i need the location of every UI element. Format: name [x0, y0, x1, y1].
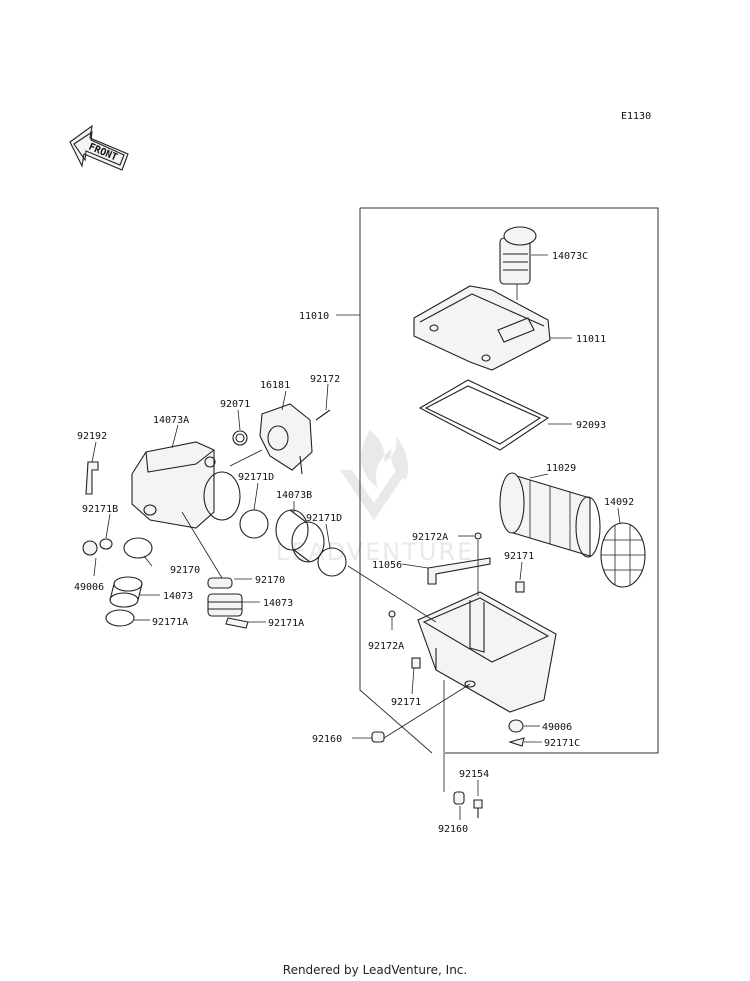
part-11010-housing: [417, 591, 557, 713]
diagram-code: E1130: [621, 111, 652, 122]
part-label-92171A-2: 92171A: [268, 618, 304, 629]
part-labels: 14073C 11010 11011 16181 92172 92093 140…: [74, 251, 634, 835]
part-label-92172: 92172: [310, 374, 340, 385]
part-92171d-clamp-2: [317, 547, 347, 577]
part-92172-screw: [315, 409, 331, 421]
part-92154-bolt: [473, 799, 483, 818]
part-92171b-clip: [99, 538, 113, 550]
part-label-92071: 92071: [220, 399, 250, 410]
part-label-92154: 92154: [459, 769, 489, 780]
part-label-11011: 11011: [576, 334, 606, 345]
part-92171-clip-upper: [515, 581, 525, 593]
part-14073a-duct: [131, 441, 241, 529]
part-92171d-clamp-1: [239, 509, 269, 539]
part-92171c-clip: [508, 737, 525, 747]
part-label-92171-2: 92171: [391, 697, 421, 708]
leader-lines: [91, 254, 621, 820]
part-92192-hose: [85, 461, 99, 495]
front-arrow-icon: FRONT: [69, 124, 129, 171]
part-label-92172A-2: 92172A: [368, 641, 404, 652]
part-16181-throttle-body: [259, 403, 313, 475]
part-92172a-screw-upper: [474, 532, 482, 540]
part-label-14092: 14092: [604, 497, 634, 508]
part-14092-screen: [600, 522, 646, 588]
part-label-92170-1: 92170: [170, 565, 200, 576]
part-label-14073A: 14073A: [153, 415, 189, 426]
part-label-49006-2: 49006: [542, 722, 572, 733]
part-92172a-screw-lower: [388, 610, 396, 618]
part-label-11056: 11056: [372, 560, 402, 571]
part-label-92172A-1: 92172A: [412, 532, 448, 543]
footer-credit: Rendered by LeadVenture, Inc.: [282, 963, 468, 977]
part-11011-cover: [413, 285, 551, 371]
part-49006-cap-left: [82, 540, 98, 556]
part-label-49006-1: 49006: [74, 582, 104, 593]
part-label-92171D-1: 92171D: [238, 472, 274, 483]
part-label-16181: 16181: [260, 380, 290, 391]
part-92171a-clamp-right: [225, 617, 249, 629]
part-92071-oring: [232, 430, 248, 446]
part-49006-drain-cap: [508, 719, 524, 733]
part-92170-clamp-right: [207, 577, 233, 589]
part-label-92171-1: 92171: [504, 551, 534, 562]
part-11056-bracket: [427, 557, 491, 585]
part-label-14073-1: 14073: [163, 591, 193, 602]
part-14073b-boot: [275, 509, 325, 563]
part-label-14073C: 14073C: [552, 251, 588, 262]
part-label-92192: 92192: [77, 431, 107, 442]
part-92171-clip-lower: [411, 657, 421, 669]
assembly-frame: [359, 207, 659, 754]
part-92171a-clamp-left: [105, 609, 135, 627]
part-label-11010: 11010: [299, 311, 329, 322]
part-label-92160-2: 92160: [438, 824, 468, 835]
part-92160-grommet-left: [371, 731, 385, 743]
part-92170-clamp-left: [123, 537, 153, 559]
part-92093-gasket: [418, 379, 550, 451]
part-label-14073-2: 14073: [263, 598, 293, 609]
part-label-11029: 11029: [546, 463, 576, 474]
part-14073c-snorkel: [499, 226, 537, 300]
part-label-92171B: 92171B: [82, 504, 118, 515]
part-92160-grommet-bottom: [453, 791, 465, 805]
part-label-92171D-2: 92171D: [306, 513, 342, 524]
part-label-92093: 92093: [576, 420, 606, 431]
part-label-92171A-1: 92171A: [152, 617, 188, 628]
part-14073-boot-right: [207, 593, 243, 617]
part-label-92170-2: 92170: [255, 575, 285, 586]
part-14073-boot-left: [109, 576, 143, 608]
part-label-14073B: 14073B: [276, 490, 312, 501]
part-label-92171C: 92171C: [544, 738, 580, 749]
part-label-92160-1: 92160: [312, 734, 342, 745]
part-11029-filter: [499, 472, 601, 558]
